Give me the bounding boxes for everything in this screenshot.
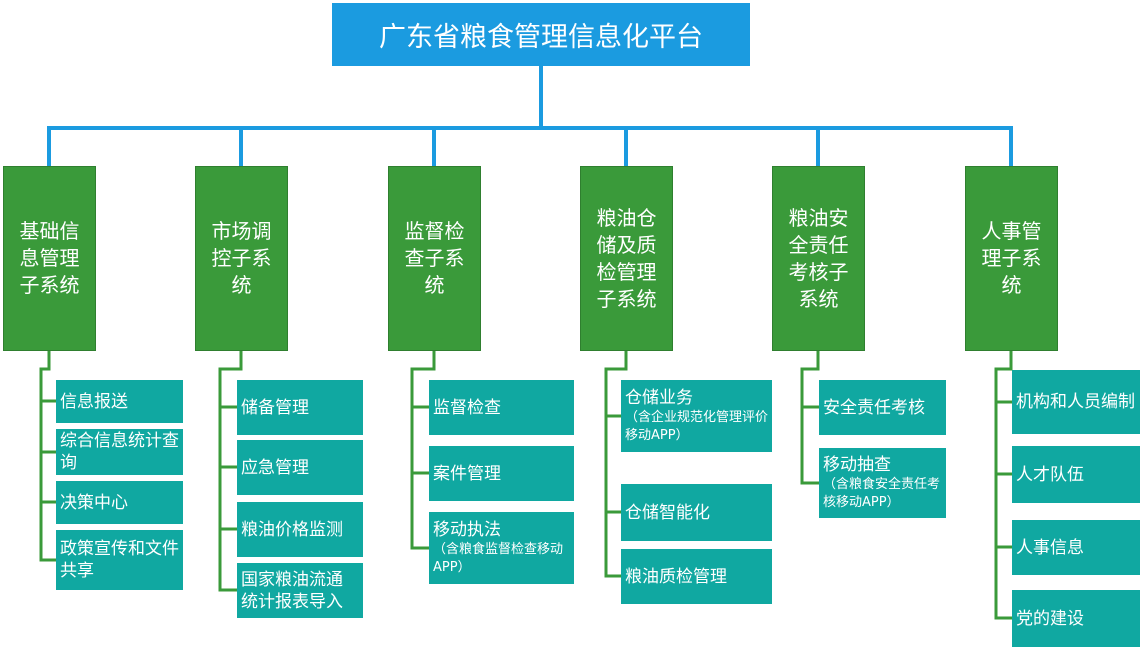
leaf-label: 人才队伍 — [1016, 464, 1084, 485]
leaf-label: 案件管理 — [433, 463, 501, 484]
subsystem-basic-info: 基础信息管理子系统 — [3, 166, 96, 351]
subsystem-label: 基础信息管理子系统 — [19, 219, 80, 297]
leaf-label: 政策宣传和文件共享 — [60, 539, 179, 581]
leaf-label: 人事信息 — [1016, 537, 1084, 558]
leaf-note: （含粮食安全责任考核移动APP） — [823, 477, 941, 510]
leaf-label: 机构和人员编制 — [1016, 392, 1135, 412]
leaf-label: 决策中心 — [60, 492, 128, 513]
platform-title: 广东省粮食管理信息化平台 — [332, 3, 750, 66]
leaf-note: （含粮食监督检查移动APP） — [433, 542, 564, 575]
leaf-item: 仓储智能化 — [621, 484, 772, 541]
subsystem-label: 粮油仓储及质检管理子系统 — [596, 205, 657, 311]
leaf-label: 信息报送 — [60, 391, 128, 412]
leaf-item: 移动抽查 （含粮食安全责任考核移动APP） — [819, 448, 946, 518]
subsystem-label: 粮油安全责任考核子系统 — [788, 205, 849, 311]
leaf-label: 仓储智能化 — [625, 502, 710, 523]
subsystem-supervision: 监督检查子系统 — [388, 166, 481, 351]
leaf-item: 监督检查 — [429, 380, 574, 435]
leaf-note: （含企业规范化管理评价移动APP） — [625, 410, 769, 443]
subsystem-label: 市场调控子系统 — [211, 219, 272, 297]
subsystem-storage-quality: 粮油仓储及质检管理子系统 — [580, 166, 673, 351]
leaf-label: 国家粮油流通统计报表导入 — [241, 569, 343, 612]
leaf-label: 粮油质检管理 — [625, 566, 727, 587]
leaf-item: 储备管理 — [237, 380, 363, 435]
leaf-item: 安全责任考核 — [819, 380, 946, 435]
subsystem-label: 监督检查子系统 — [404, 219, 465, 297]
leaf-label: 应急管理 — [241, 457, 309, 478]
leaf-label: 粮油价格监测 — [241, 519, 343, 540]
leaf-item: 人才队伍 — [1012, 446, 1140, 503]
leaf-label: 移动执法 — [433, 520, 501, 540]
leaf-item: 决策中心 — [56, 481, 183, 524]
leaf-item: 案件管理 — [429, 446, 574, 501]
leaf-item: 仓储业务 （含企业规范化管理评价移动APP） — [621, 380, 772, 452]
leaf-item: 应急管理 — [237, 440, 363, 495]
leaf-label: 综合信息统计查询 — [60, 431, 179, 473]
subsystem-market-control: 市场调控子系统 — [195, 166, 288, 351]
leaf-item: 国家粮油流通统计报表导入 — [237, 563, 363, 618]
leaf-item: 机构和人员编制 — [1012, 370, 1140, 434]
leaf-label: 党的建设 — [1016, 608, 1084, 629]
leaf-label: 安全责任考核 — [823, 397, 925, 418]
leaf-label: 仓储业务 — [625, 388, 693, 408]
leaf-item: 综合信息统计查询 — [56, 429, 183, 475]
leaf-label: 储备管理 — [241, 397, 309, 418]
leaf-item: 政策宣传和文件共享 — [56, 530, 183, 590]
leaf-item: 移动执法 （含粮食监督检查移动APP） — [429, 512, 574, 584]
leaf-item: 人事信息 — [1012, 520, 1140, 575]
leaf-item: 党的建设 — [1012, 590, 1140, 647]
leaf-item: 粮油价格监测 — [237, 502, 363, 557]
leaf-label: 移动抽查 — [823, 455, 891, 475]
leaf-label: 监督检查 — [433, 397, 501, 418]
subsystem-safety-assess: 粮油安全责任考核子系统 — [772, 166, 865, 351]
leaf-item: 粮油质检管理 — [621, 549, 772, 604]
subsystem-personnel: 人事管理子系统 — [965, 166, 1058, 351]
subsystem-label: 人事管理子系统 — [981, 219, 1042, 297]
leaf-item: 信息报送 — [56, 380, 183, 423]
